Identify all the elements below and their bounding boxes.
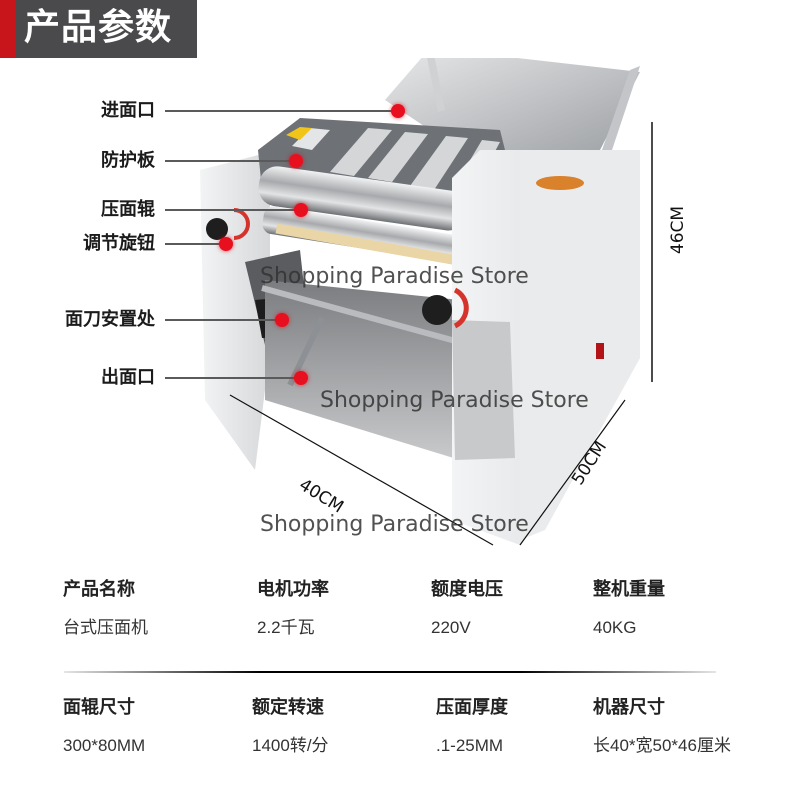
section-title-badge: 产品参数 [0,0,197,58]
callout-adjust-knob: 调节旋钮 [83,233,233,255]
accent-strip [0,0,16,58]
spec-item-rated-speed: 额定转速 1400转/分 [252,697,329,755]
callout-outlet: 出面口 [101,367,308,389]
leader-line [165,110,393,112]
product-image [200,58,653,546]
leader-line [165,160,291,162]
callout-guard-plate: 防护板 [101,150,303,172]
spec-item-motor-power: 电机功率 2.2千瓦 [257,579,329,637]
marker-dot [219,237,233,251]
spec-item-roller-size: 面辊尺寸 300*80MM [63,697,146,755]
callout-pressing-roller: 压面辊 [101,199,308,221]
spec-item-machine-size: 机器尺寸 长40*宽50*46厘米 [593,697,731,755]
spec-item-voltage: 额度电压 220V [431,579,503,637]
dimension-height: 46CM [668,205,688,255]
marker-dot [294,203,308,217]
marker-dot [289,154,303,168]
section-title: 产品参数 [24,7,173,48]
watermark: Shopping Paradise Store [260,512,529,537]
divider [64,671,716,673]
leader-line [165,319,277,321]
callout-cutter-slot: 面刀安置处 [65,309,289,331]
marker-dot [294,371,308,385]
leader-line [165,377,296,379]
marker-dot [391,104,405,118]
leader-line [165,243,221,245]
leader-line [165,209,296,211]
spec-item-product-name: 产品名称 台式压面机 [63,579,148,637]
callout-feed-inlet: 进面口 [101,100,405,122]
marker-dot [275,313,289,327]
watermark: Shopping Paradise Store [260,264,529,289]
watermark: Shopping Paradise Store [320,388,589,413]
spec-item-thickness: 压面厚度 .1-25MM [436,697,508,755]
spec-item-weight: 整机重量 40KG [593,579,665,637]
